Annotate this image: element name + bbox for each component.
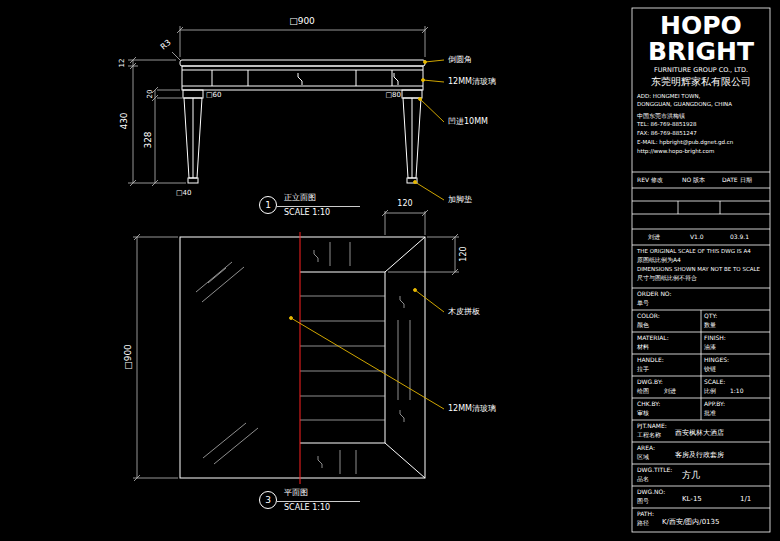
dimension-text: □60	[206, 92, 222, 99]
title-block-text: DONGGUAN, GUANGDONG, CHINA	[637, 102, 732, 108]
title-block-text: FINISH:	[704, 335, 726, 341]
title-block-text: DIMENSIONS SHOWN MAY NOT BE TO SCALE	[637, 267, 760, 273]
title-block-text: 03.9.1	[730, 234, 749, 240]
title-block-text: AREA:	[637, 445, 655, 451]
title-block-text: CHK.BY:	[637, 401, 660, 407]
title-block-text: 品名	[637, 476, 649, 482]
title-block-text: KL-15	[682, 496, 702, 503]
title-block-text: THE ORIGINAL SCALE OF THIS DWG IS A4	[637, 249, 751, 255]
callout-text: 倒圆角	[448, 56, 472, 64]
view-title: 正立面图	[284, 194, 316, 202]
logo-text: BRIGHT	[648, 39, 754, 64]
title-block-text: DWG.NO:	[637, 489, 665, 495]
title-block-text: PJT.NAME:	[637, 423, 667, 429]
view-title: 平面图	[284, 489, 308, 497]
title-block-text: ORDER NO:	[637, 291, 672, 297]
title-block-text: 中国东莞市洪梅镇	[637, 113, 685, 119]
title-block-text: 区域	[637, 454, 649, 460]
callout-text: 木皮拼板	[448, 308, 480, 316]
title-block-text: 客房及行政套房	[675, 452, 724, 459]
title-block-text: 1/1	[740, 496, 751, 503]
dimension-lines	[128, 26, 459, 481]
title-block-text: 原图纸比例为A4	[637, 257, 681, 263]
front-elevation	[180, 60, 425, 183]
title-block-text: MATERIAL:	[637, 335, 669, 341]
title-block-text: 数量	[704, 322, 716, 328]
title-block-text: DWG.TITLE:	[637, 467, 672, 473]
title-block-text: 东莞明辉家私有限公司	[651, 77, 751, 87]
title-block-text: 材料	[637, 344, 649, 350]
title-block-text: HANDLE:	[637, 357, 664, 363]
callout-text: 12MM清玻璃	[448, 78, 496, 86]
title-block-text: 刘进	[648, 234, 660, 240]
title-block-text: NO 版本	[682, 177, 705, 183]
title-block-text: 铰链	[704, 366, 716, 372]
title-block-text: 1:10	[730, 388, 743, 394]
callout-number: 1	[265, 201, 271, 210]
dimension-text: R3	[159, 39, 172, 52]
title-block-text: 绘图	[637, 388, 649, 394]
title-block-text: TEL: 86-769-8851928	[637, 122, 696, 128]
title-block-text: COLOR:	[637, 313, 660, 319]
dimension-text: 120	[397, 200, 412, 208]
logo-text: HOPO	[660, 13, 742, 38]
title-block-text: 图号	[637, 498, 649, 504]
title-block-text: 刘进	[664, 388, 676, 394]
title-block-text: 拉手	[637, 366, 649, 372]
dimension-text: 12	[119, 59, 126, 68]
title-block-text: PATH:	[637, 511, 654, 517]
title-block-text: HINGES:	[704, 357, 729, 363]
dimension-text: □80	[385, 92, 401, 99]
dimension-text: □40	[176, 190, 192, 197]
title-block-text: FAX: 86-769-8851247	[637, 131, 697, 137]
title-block-text: http://www.hopo-bright.com	[637, 149, 714, 155]
title-block-text: 方几	[682, 471, 700, 480]
dimension-text: 430	[120, 112, 129, 129]
title-block-text: QTY:	[704, 313, 717, 319]
title-block-text: REV 修改	[637, 177, 663, 183]
plan-view	[180, 237, 425, 478]
title-block-text: 西安枫林大酒店	[675, 430, 724, 437]
title-block-text: 颜色	[637, 322, 649, 328]
title-block-text: ADD: HONGMEI TOWN,	[637, 94, 700, 100]
title-block-text: 比例	[704, 388, 716, 394]
leader-lines	[290, 60, 445, 409]
title-block-text: DWG.BY:	[637, 379, 663, 385]
dimension-text: 328	[144, 131, 153, 148]
title-block-text: 批准	[704, 410, 716, 416]
callout-text: 12MM清玻璃	[448, 405, 496, 413]
view-title-underline	[277, 207, 360, 502]
title-block-text: K/西安/图内/0135	[662, 519, 719, 526]
title-block-text: 尺寸与图纸比例不符合	[637, 275, 697, 281]
title-block-text: FURNITURE GROUP CO., LTD.	[654, 67, 748, 74]
callout-text: 凹进10MM	[448, 118, 488, 126]
center-line	[300, 232, 301, 484]
dimension-text: 120	[460, 246, 468, 261]
title-block-text: 审核	[637, 410, 649, 416]
title-block-text: E-MAIL: hpbright@pub.dgnet.gd.cn	[637, 140, 733, 146]
view-number-circle: 3	[259, 491, 277, 509]
callout-number: 3	[265, 496, 271, 505]
view-number-circle: 1	[259, 196, 277, 214]
title-block-text: 单号	[637, 300, 649, 306]
callout-text: 加脚垫	[448, 196, 472, 204]
dimension-text: 20	[147, 90, 154, 99]
title-block-text: APP.BY:	[704, 401, 725, 407]
dimension-text: □900	[124, 344, 133, 370]
view-title: SCALE 1:10	[284, 504, 330, 512]
title-block-text: SCALE:	[704, 379, 725, 385]
title-block-text: V1.0	[690, 234, 704, 240]
title-block-text: 油漆	[704, 344, 716, 350]
view-title: SCALE 1:10	[284, 209, 330, 217]
title-block-text: 路径	[637, 520, 649, 526]
title-block-text: DATE 日期	[722, 177, 752, 183]
dimension-text: □900	[289, 17, 315, 26]
title-block-frame	[632, 8, 770, 532]
title-block-text: 工程名称	[637, 432, 661, 438]
